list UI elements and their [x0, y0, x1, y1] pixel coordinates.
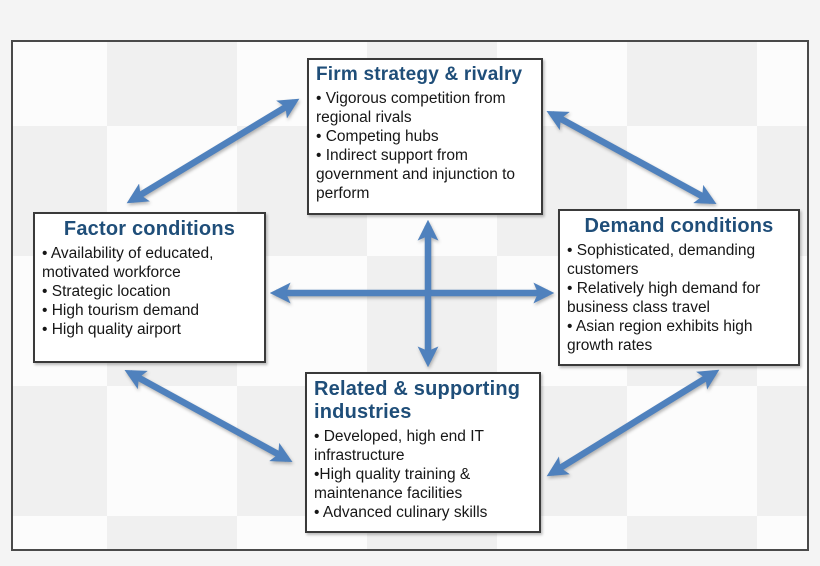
- bullet-item: • Relatively high demand for business cl…: [567, 280, 761, 317]
- box-demand-conditions: Demand conditions • Sophisticated, deman…: [558, 209, 800, 366]
- bullet-item: • Vigorous competition from regional riv…: [316, 89, 506, 126]
- box-title: Related & supporting industries: [314, 378, 521, 423]
- bullet-item: • Strategic location: [42, 283, 171, 301]
- bullet-item: • High tourism demand: [42, 302, 200, 320]
- bullet-item: •High quality training & maintenance fac…: [314, 466, 471, 503]
- box-title: Demand conditions: [584, 215, 774, 237]
- bullet-item: • Developed, high end IT infrastructure: [314, 428, 484, 465]
- box-title: Factor conditions: [63, 218, 236, 240]
- bullet-item: • Asian region exhibits high growth rate…: [567, 318, 753, 355]
- bullet-item: • Availability of educated, motivated wo…: [42, 245, 214, 282]
- bullet-item: • Advanced culinary skills: [314, 504, 488, 522]
- bullet-item: • Competing hubs: [316, 127, 439, 145]
- box-related-supporting-industries: Related & supporting industries • Develo…: [305, 372, 541, 533]
- box-title: Firm strategy & rivalry: [316, 64, 523, 85]
- bullet-item: • Sophisticated, demanding customers: [567, 242, 756, 279]
- box-factor-conditions: Factor conditions • Availability of educ…: [33, 212, 266, 363]
- box-firm-strategy-rivalry: Firm strategy & rivalry • Vigorous compe…: [307, 58, 543, 215]
- bullet-item: • Indirect support from government and i…: [316, 147, 516, 203]
- bullet-item: • High quality airport: [42, 321, 181, 339]
